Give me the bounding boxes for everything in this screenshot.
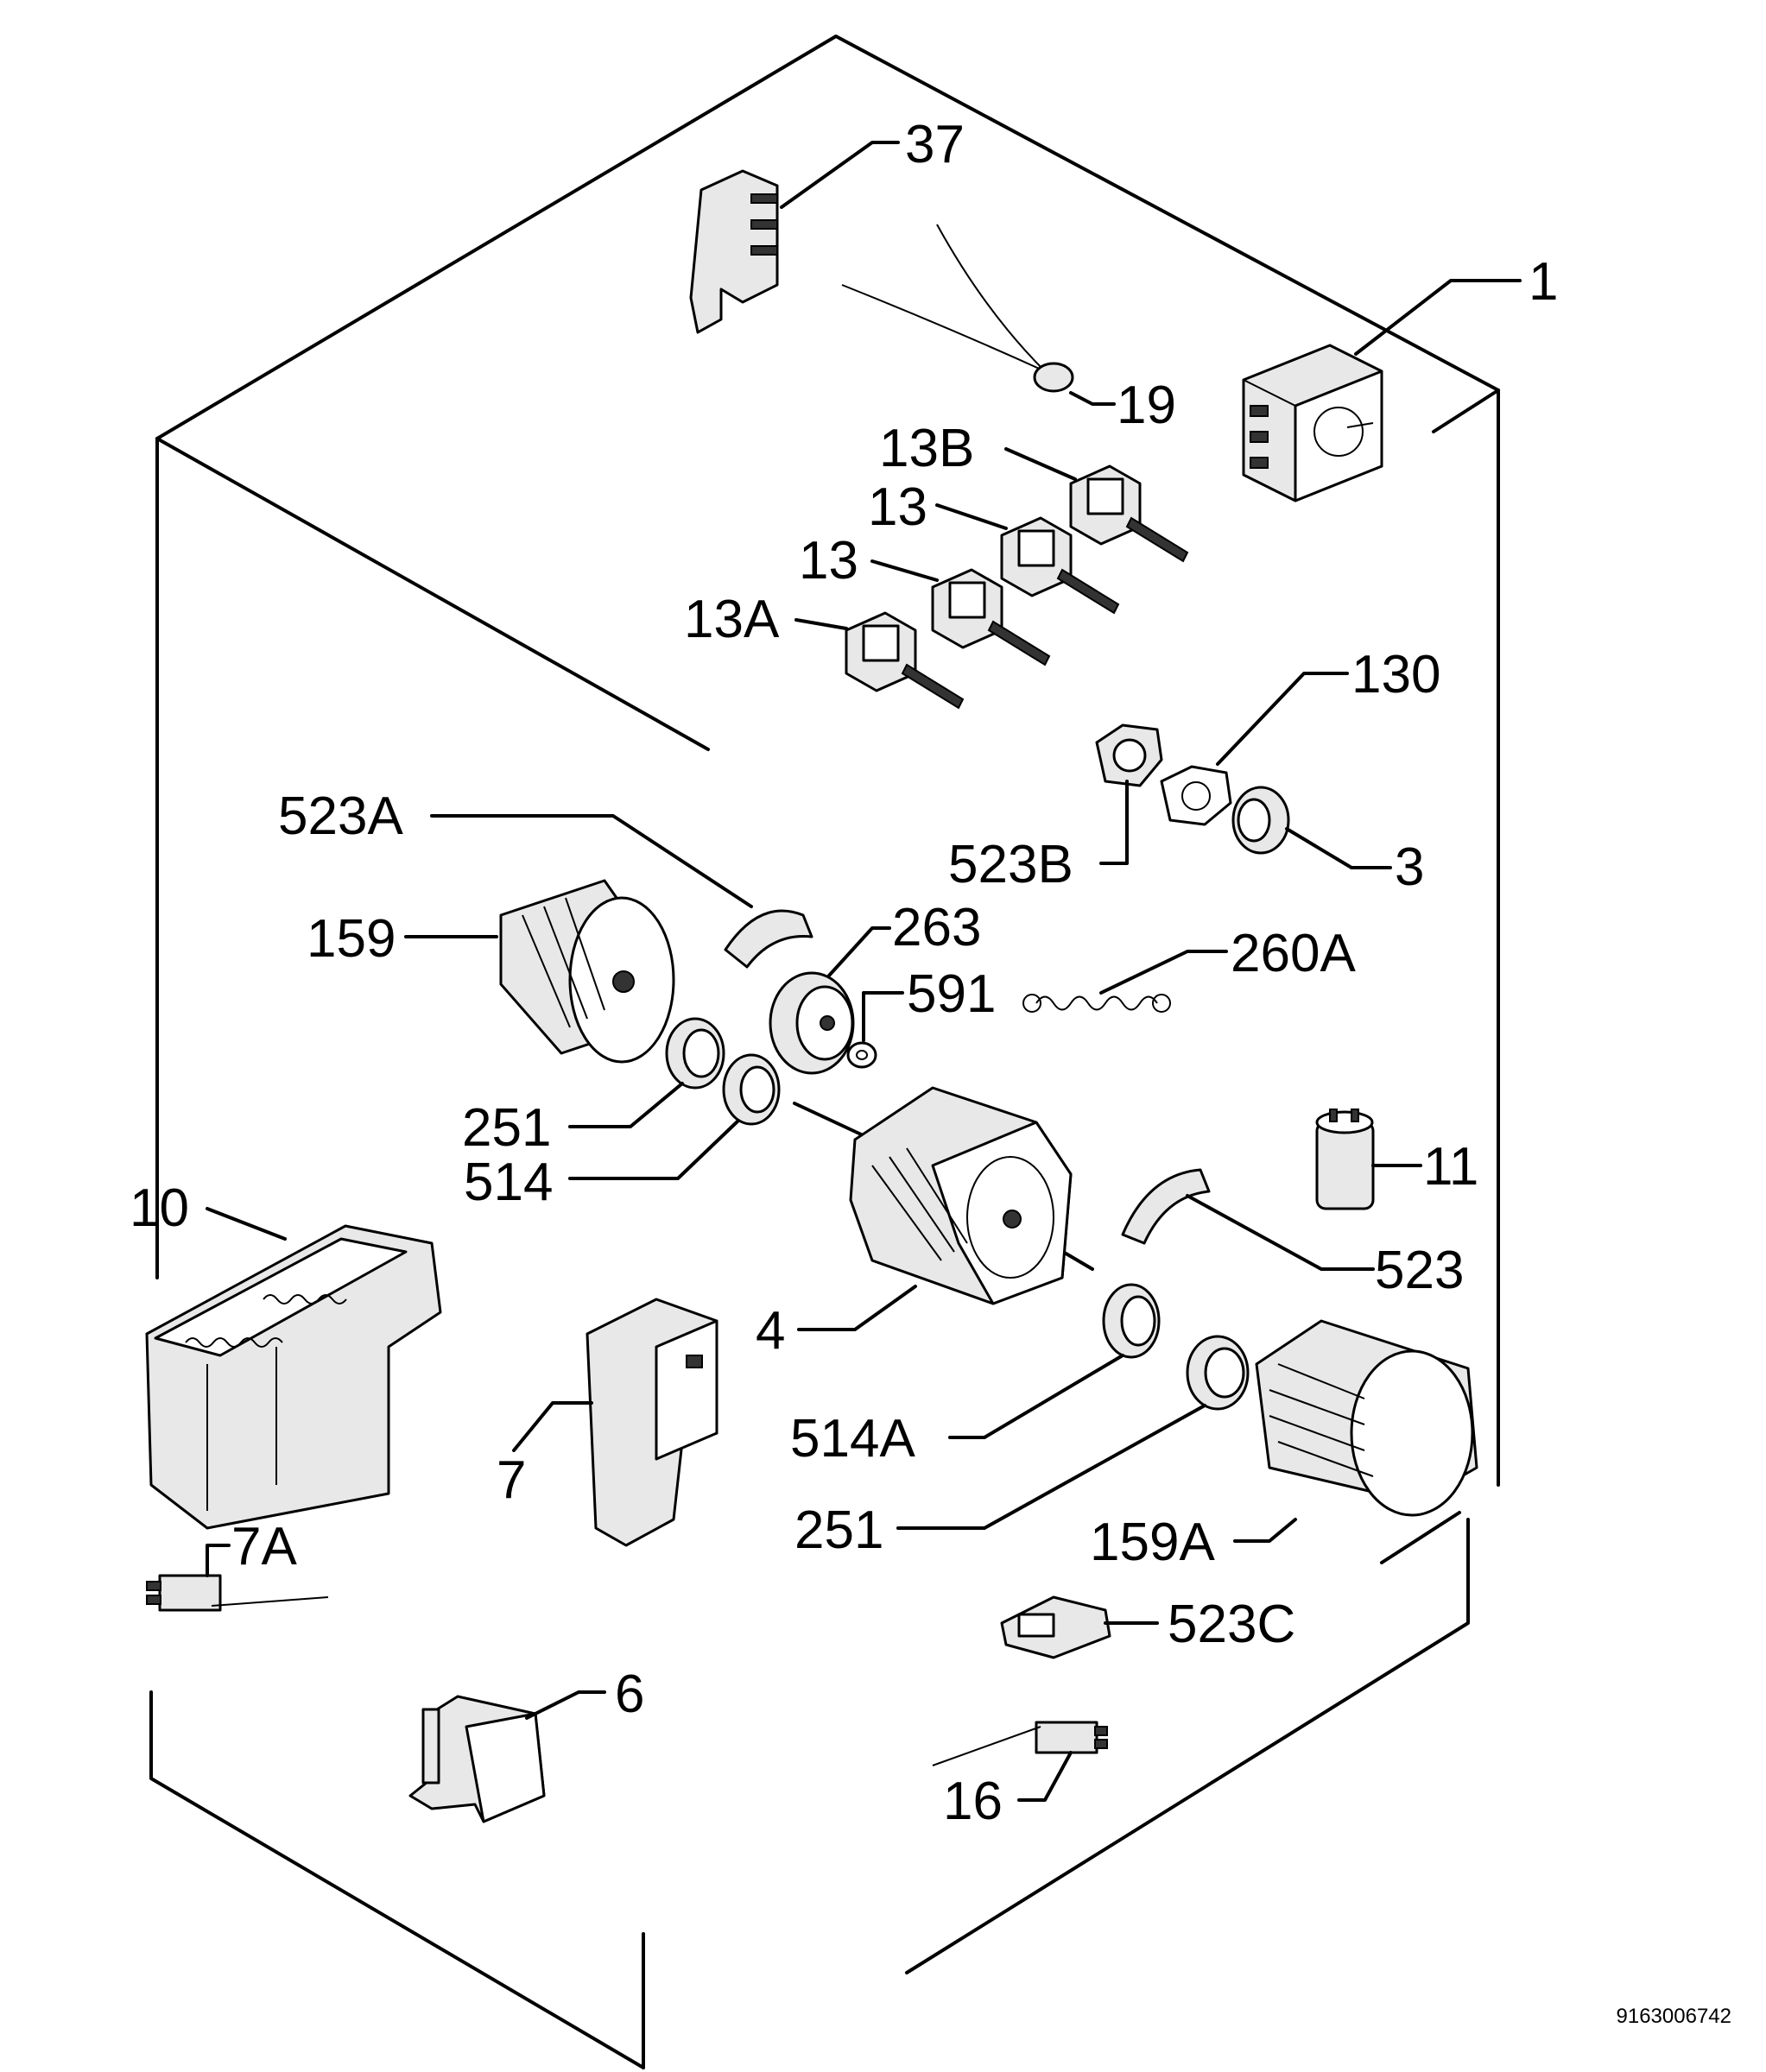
label-11: 11 (1423, 1137, 1478, 1197)
label-13-lower: 13 (799, 531, 858, 591)
part-523A-bracket (430, 814, 813, 969)
part-19-fuse (841, 224, 1116, 406)
label-13-upper: 13 (868, 477, 927, 537)
label-514A: 514A (790, 1409, 915, 1469)
label-523A: 523A (278, 786, 403, 846)
part-523-bracket (1121, 1168, 1375, 1271)
label-260A: 260A (1231, 924, 1356, 983)
part-523B-bracket (1095, 723, 1163, 865)
part-7A-microswitch (146, 1544, 329, 1612)
part-7-door-lock (512, 1298, 718, 1547)
label-19: 19 (1117, 376, 1176, 435)
part-263-pulley (769, 926, 891, 1075)
part-13-connector-upper (935, 503, 1120, 615)
label-7: 7 (497, 1450, 526, 1510)
cabinet-outline (149, 35, 1500, 2069)
label-130: 130 (1351, 645, 1440, 704)
label-159A: 159A (1090, 1513, 1215, 1572)
part-3-thermostat (1231, 786, 1392, 869)
label-1: 1 (1529, 252, 1558, 312)
part-260A-spring (1022, 950, 1228, 1013)
part-130-gasket (1160, 672, 1349, 826)
part-labels: 37 1 19 13B 13 13 13A 130 523A 523B 3 15… (130, 115, 1558, 1831)
part-16-switch (932, 1721, 1108, 1802)
part-514A-bearing (948, 1283, 1161, 1439)
label-523C: 523C (1168, 1595, 1295, 1654)
label-514: 514 (464, 1153, 553, 1212)
label-16: 16 (943, 1772, 1003, 1831)
label-159: 159 (307, 909, 396, 969)
part-251-bearing-lower (896, 1335, 1250, 1530)
part-591-washer (846, 991, 904, 1069)
part-159A-blower-wheel (1233, 1319, 1478, 1543)
part-13-connector-lower (870, 559, 1051, 666)
label-37: 37 (905, 115, 965, 174)
label-263: 263 (892, 898, 981, 957)
document-number: 9163006742 (1617, 2005, 1731, 2028)
part-11-capacitor (1315, 1109, 1422, 1210)
label-591: 591 (907, 964, 996, 1024)
label-13A: 13A (684, 590, 780, 649)
part-4-motor (793, 1086, 1094, 1331)
part-10-heater (145, 1207, 442, 1530)
label-4: 4 (756, 1301, 785, 1361)
label-523B: 523B (948, 835, 1073, 894)
label-13B: 13B (879, 419, 974, 478)
part-514-bearing (568, 1053, 781, 1180)
part-159-fan (404, 879, 675, 1064)
label-251-lower: 251 (794, 1500, 883, 1560)
part-13A-connector (794, 611, 965, 710)
label-6: 6 (615, 1665, 644, 1724)
part-251-bearing-upper (568, 1017, 725, 1128)
part-37-terminal-block (689, 141, 900, 334)
label-3: 3 (1395, 837, 1424, 897)
part-13B-connector (1004, 447, 1189, 563)
part-1-timer (1242, 279, 1522, 502)
label-523: 523 (1375, 1241, 1464, 1300)
label-7A: 7A (231, 1517, 297, 1576)
part-523C-clip (1000, 1595, 1159, 1659)
label-10: 10 (130, 1178, 189, 1238)
part-6-pump (408, 1690, 606, 1823)
label-251-upper: 251 (462, 1098, 551, 1158)
